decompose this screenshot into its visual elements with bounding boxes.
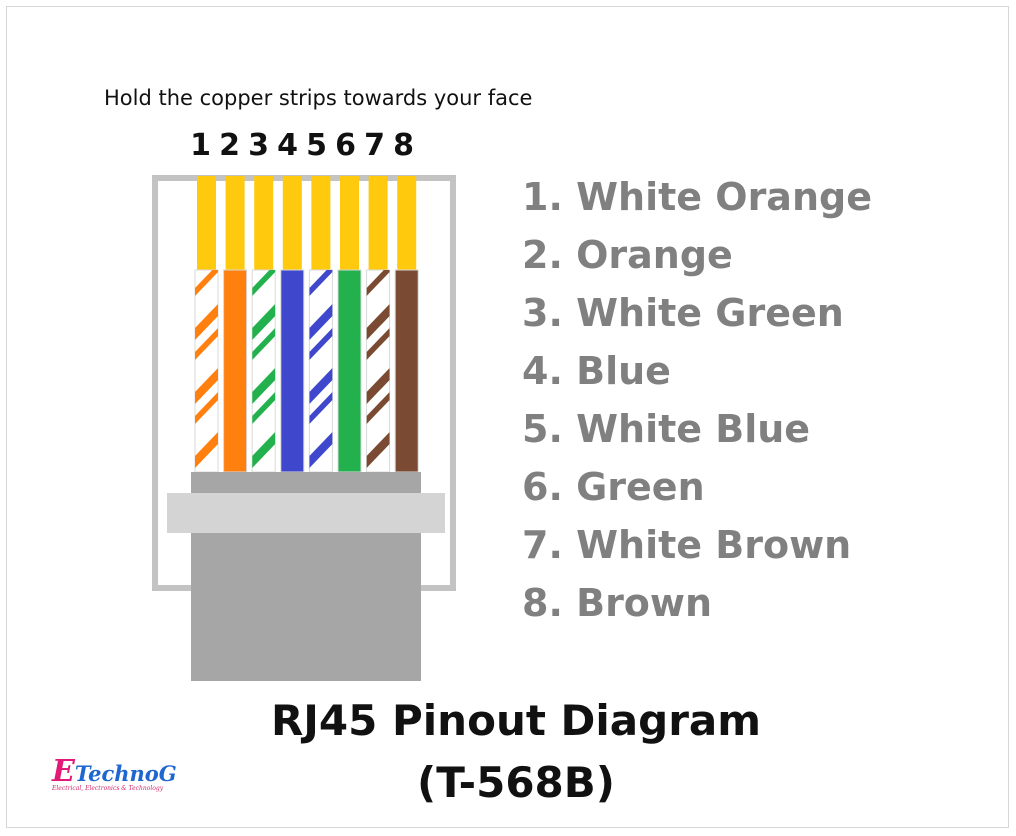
pin-number: 7	[364, 128, 385, 163]
copper-contact	[368, 176, 388, 270]
wire-stripe	[309, 270, 333, 296]
wire-stripe	[366, 328, 390, 360]
pin-label: 4. Blue	[522, 349, 671, 393]
wire-stripe	[195, 432, 218, 468]
pin-label: 8. Brown	[522, 581, 713, 625]
pin-number: 3	[248, 128, 269, 163]
wire-stripe	[252, 432, 276, 468]
wire-stripe	[252, 304, 276, 340]
wire-stripe	[252, 392, 276, 424]
pin-label: 5. White Blue	[522, 407, 811, 451]
wire-stripes	[195, 270, 218, 468]
wire-stripes	[366, 270, 390, 468]
pin-number-row: 1 2 3 4 5 6 7 8	[186, 128, 418, 163]
wire-stripe	[309, 432, 333, 468]
wire-stripe	[195, 392, 218, 424]
copper-contact	[397, 176, 417, 270]
diagram-frame	[6, 6, 1009, 828]
wire-stripe	[366, 368, 390, 404]
pin-label: 6. Green	[522, 465, 705, 509]
wire-8	[394, 269, 419, 473]
pin-label: 7. White Brown	[522, 523, 852, 567]
pin-number: 8	[393, 128, 414, 163]
wire-stripe	[195, 368, 218, 404]
wire-stripes	[252, 270, 276, 468]
wire-stripe	[309, 304, 333, 340]
pin-number: 5	[306, 128, 327, 163]
copper-contact	[340, 176, 359, 270]
copper-contact	[197, 176, 216, 270]
pin-number: 6	[335, 128, 356, 163]
wire-stripe	[195, 304, 218, 340]
pin-color-list: 1. White Orange 2. Orange 3. White Green…	[522, 172, 872, 636]
diagram-title: RJ45 Pinout Diagram	[270, 696, 762, 745]
wire-stripe	[366, 270, 390, 296]
wire-stripe	[252, 328, 276, 360]
wire-stripe	[366, 432, 390, 468]
diagram-subtitle: (T-568B)	[417, 758, 615, 807]
copper-contact	[254, 176, 274, 270]
wire-stripe	[195, 270, 218, 296]
pin-label: 3. White Green	[522, 291, 844, 335]
crimp-top	[191, 472, 421, 494]
copper-contact	[311, 176, 331, 270]
pin-label: 2. Orange	[522, 233, 733, 277]
wire-stripe	[366, 304, 390, 340]
copper-contact	[282, 176, 302, 270]
wire-stripe	[309, 368, 333, 404]
wire-stripe	[252, 368, 276, 404]
wire-stripe	[366, 392, 390, 424]
cable-jacket	[191, 533, 421, 681]
pin-number: 2	[219, 128, 240, 163]
wire-2	[223, 269, 248, 473]
copper-contact	[225, 176, 245, 270]
wire-stripes	[309, 270, 333, 468]
wire-stripe	[195, 328, 218, 360]
wire-4	[280, 269, 305, 473]
crimp-bar	[167, 493, 445, 533]
pin-number: 1	[190, 128, 211, 163]
logo-name: TechnoG	[74, 761, 177, 786]
wire-stripe	[309, 392, 333, 424]
wire-stripe	[252, 270, 276, 296]
logo-tagline: Electrical, Electronics & Technology	[52, 785, 164, 792]
wire-stripe	[309, 328, 333, 360]
logo-initial: E	[52, 754, 75, 789]
etechnog-logo: ETechnoG Electrical, Electronics & Techn…	[52, 754, 177, 792]
instruction-text: Hold the copper strips towards your face	[104, 86, 533, 110]
pin-label: 1. White Orange	[522, 175, 872, 219]
pin-number: 4	[277, 128, 298, 163]
wire-6	[337, 269, 362, 473]
